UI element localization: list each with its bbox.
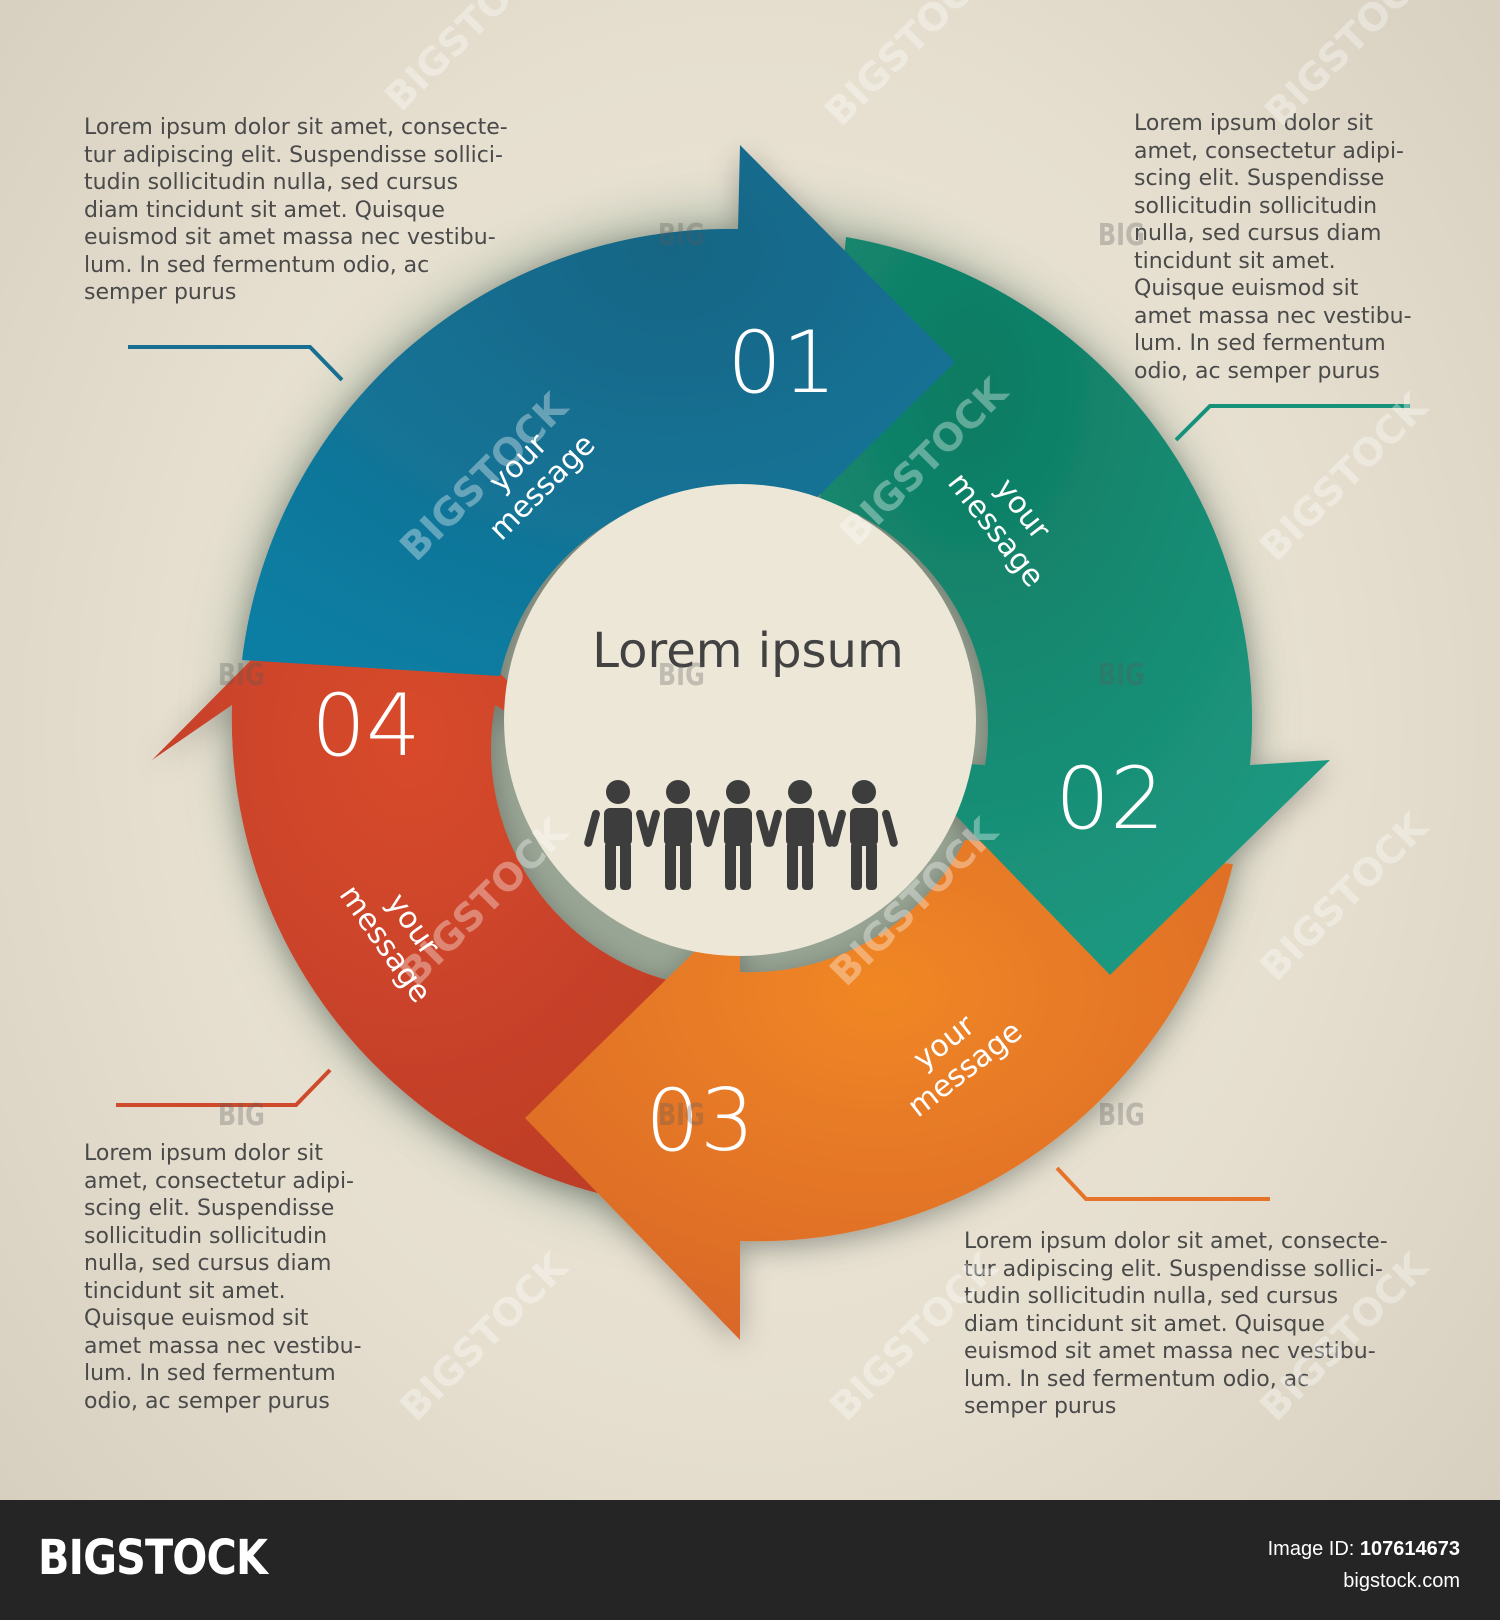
cycle-diagram: Lorem ipsum: [116, 145, 1410, 1340]
step-2-number: 02: [1055, 749, 1164, 849]
step-1-arrow: [242, 145, 955, 676]
step-1-connector: [128, 345, 344, 382]
center-title: Lorem ipsum: [592, 623, 903, 679]
step-3-description: Lorem ipsum dolor sit amet, consecte- tu…: [964, 1229, 1388, 1419]
step-4-description: Lorem ipsum dolor sit amet, consectetur …: [84, 1141, 362, 1414]
step-1-number: 01: [727, 313, 836, 413]
footer-bar: BIGSTOCK Image ID: 107614673 bigstock.co…: [0, 1500, 1500, 1620]
image-id-value: 107614673: [1359, 1538, 1460, 1560]
step-3-number: 03: [645, 1071, 754, 1171]
step-1-description: Lorem ipsum dolor sit amet, consecte- tu…: [84, 115, 508, 305]
site-url: bigstock.com: [1343, 1570, 1460, 1592]
brand-logo: BIGSTOCK: [38, 1530, 268, 1586]
step-2-connector: [1174, 404, 1410, 442]
step-2-description: Lorem ipsum dolor sit amet, consectetur …: [1134, 111, 1412, 384]
step-4-connector: [116, 1068, 332, 1107]
step-3-arrow: [525, 840, 1233, 1340]
image-id-label: Image ID:: [1267, 1538, 1355, 1560]
step-4-number: 04: [311, 676, 420, 776]
step-3-connector: [1055, 1166, 1270, 1201]
step-4-arrow: [152, 540, 667, 1206]
image-id: Image ID: 107614673: [1268, 1538, 1460, 1561]
people-group-icon: [584, 780, 898, 890]
